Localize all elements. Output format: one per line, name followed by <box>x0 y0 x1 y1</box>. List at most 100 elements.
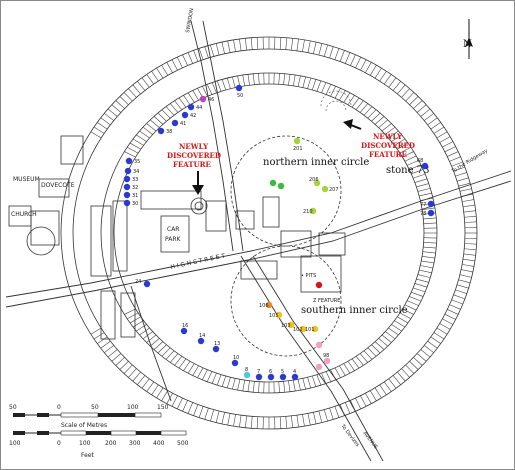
bank-hatch-line <box>183 95 191 105</box>
high-street-label: H I G H S T R E E T <box>170 253 226 271</box>
bank-hatch-line <box>132 84 141 95</box>
bank-hatch-line <box>221 79 227 91</box>
bank-hatch-line <box>137 375 146 385</box>
bank-hatch-line <box>244 38 247 51</box>
bank-hatch-line <box>104 345 114 353</box>
bank-hatch-line <box>409 361 419 370</box>
bank-hatch-line <box>365 393 372 404</box>
bank-hatch-line <box>316 374 322 386</box>
bank-hatch-line <box>174 100 183 110</box>
bank-hatch-line <box>329 46 334 59</box>
bank-hatching-inner <box>124 73 437 393</box>
bank-hatch-line <box>176 56 183 69</box>
newly-right-1: NEWLY <box>373 132 403 141</box>
stone-marker-north <box>235 84 243 92</box>
bank-hatch-line <box>182 400 188 412</box>
stone-number-left-0: 46 <box>208 97 214 103</box>
z-feature-label: Z FEATURE <box>313 298 340 304</box>
scale-feet-tick-7: 500 <box>177 440 189 447</box>
scale-metres-tick-2: 0 <box>57 404 61 411</box>
bank-hatch-line <box>385 331 396 340</box>
bank-hatch-line <box>216 374 222 386</box>
bank-hatch-line <box>100 117 111 126</box>
stone-number-south-0: 16 <box>182 323 188 329</box>
village-buildings <box>8 135 346 340</box>
stone-marker-left-5 <box>125 157 133 165</box>
stone-marker-si-4 <box>311 325 319 333</box>
bank-hatch-line <box>307 77 312 89</box>
bank-hatch-line <box>392 375 401 385</box>
dovecote-label: DOVECOTE <box>41 182 75 189</box>
bank-hatch-line <box>355 397 362 410</box>
bank-hatch-line <box>399 312 411 319</box>
bank-hatch-line <box>462 264 475 267</box>
stone-marker-left-9 <box>123 191 131 199</box>
stones-layer: 4644424138353433323130506877782416141310… <box>123 84 435 381</box>
north-label: N <box>463 39 472 50</box>
bank-hatch-line <box>430 122 441 130</box>
bank-hatch-line <box>288 380 291 392</box>
bank-hatch-line <box>404 155 417 162</box>
museum-label: MUSEUM <box>13 176 40 183</box>
bank-hatch-line <box>156 387 164 399</box>
bank-hatch-line <box>371 112 381 122</box>
bank-hatch-line <box>423 217 437 220</box>
bank-hatch-line <box>413 287 426 293</box>
bank-hatch-line <box>411 291 424 297</box>
bank-hatch-line <box>233 39 236 52</box>
scale-feet-tick-6: 400 <box>153 440 165 447</box>
bank-hatch-line <box>90 131 102 139</box>
scale-feet-tick-3: 100 <box>79 440 91 447</box>
bank-hatch-line <box>360 59 367 71</box>
bank-hatch-line <box>215 43 220 56</box>
bank-hatch-line <box>256 37 259 50</box>
bank-hatch-line <box>139 130 150 139</box>
bank-hatch-line <box>430 336 441 344</box>
bank-hatch-line <box>334 48 340 60</box>
bank-hatch-line <box>136 324 147 332</box>
bank-hatch-line <box>182 54 188 66</box>
bank-hatch-line <box>226 77 231 89</box>
bank-hatch-line <box>146 381 155 392</box>
bank-hatch-line <box>151 71 159 82</box>
bank-hatch-line <box>198 48 204 60</box>
bank-hatch-line <box>422 207 435 210</box>
stone-number-ni-0: 201 <box>293 146 303 152</box>
bank-hatch-line <box>129 142 141 150</box>
bank-hatch-line <box>388 130 399 139</box>
bank-hatch-line <box>459 188 472 192</box>
bank-hatch-line <box>318 410 323 423</box>
newly-right-3: FEATURE <box>369 150 407 159</box>
bank-hatch-line <box>307 40 311 53</box>
stone-marker-ni-2 <box>321 185 329 193</box>
bank-hatch-line <box>247 74 250 86</box>
bank-hatch-line <box>458 182 471 187</box>
bank-hatch-line <box>334 406 340 418</box>
bank-hatch-line <box>307 413 311 426</box>
bank-hatch-line <box>462 258 475 262</box>
stone-number-left-7: 33 <box>132 177 138 183</box>
bank-hatch-line <box>307 377 312 389</box>
stone-number-left-6: 34 <box>133 169 139 175</box>
bank-hatch-line <box>458 279 471 284</box>
bank-hatch-line <box>311 375 317 387</box>
bank-hatch-line <box>451 161 463 167</box>
bank-hatch-line <box>374 341 385 350</box>
bank-hatch-line <box>187 52 193 64</box>
bank-hatch-line <box>124 151 136 158</box>
stone-number-south-1: 14 <box>199 333 205 339</box>
scale-metres-tick-5: 150 <box>157 404 169 411</box>
bank-hatch-line <box>459 274 472 278</box>
bank-hatch-line <box>156 67 164 79</box>
bank-hatch-line <box>221 42 225 54</box>
bank-hatch-line <box>97 336 108 344</box>
bank-hatch-line <box>444 313 456 320</box>
bank-hatch-line <box>183 361 191 371</box>
scale-metres-tick-1: 50 <box>9 404 17 411</box>
bank-hatch-line <box>449 156 461 162</box>
bank-hatch-line <box>252 73 255 85</box>
bank-hatch-line <box>383 74 392 85</box>
stone-marker-left-10 <box>123 199 131 207</box>
bank-hatch-line <box>378 338 388 347</box>
stone-number-east77: 77 <box>420 202 426 208</box>
